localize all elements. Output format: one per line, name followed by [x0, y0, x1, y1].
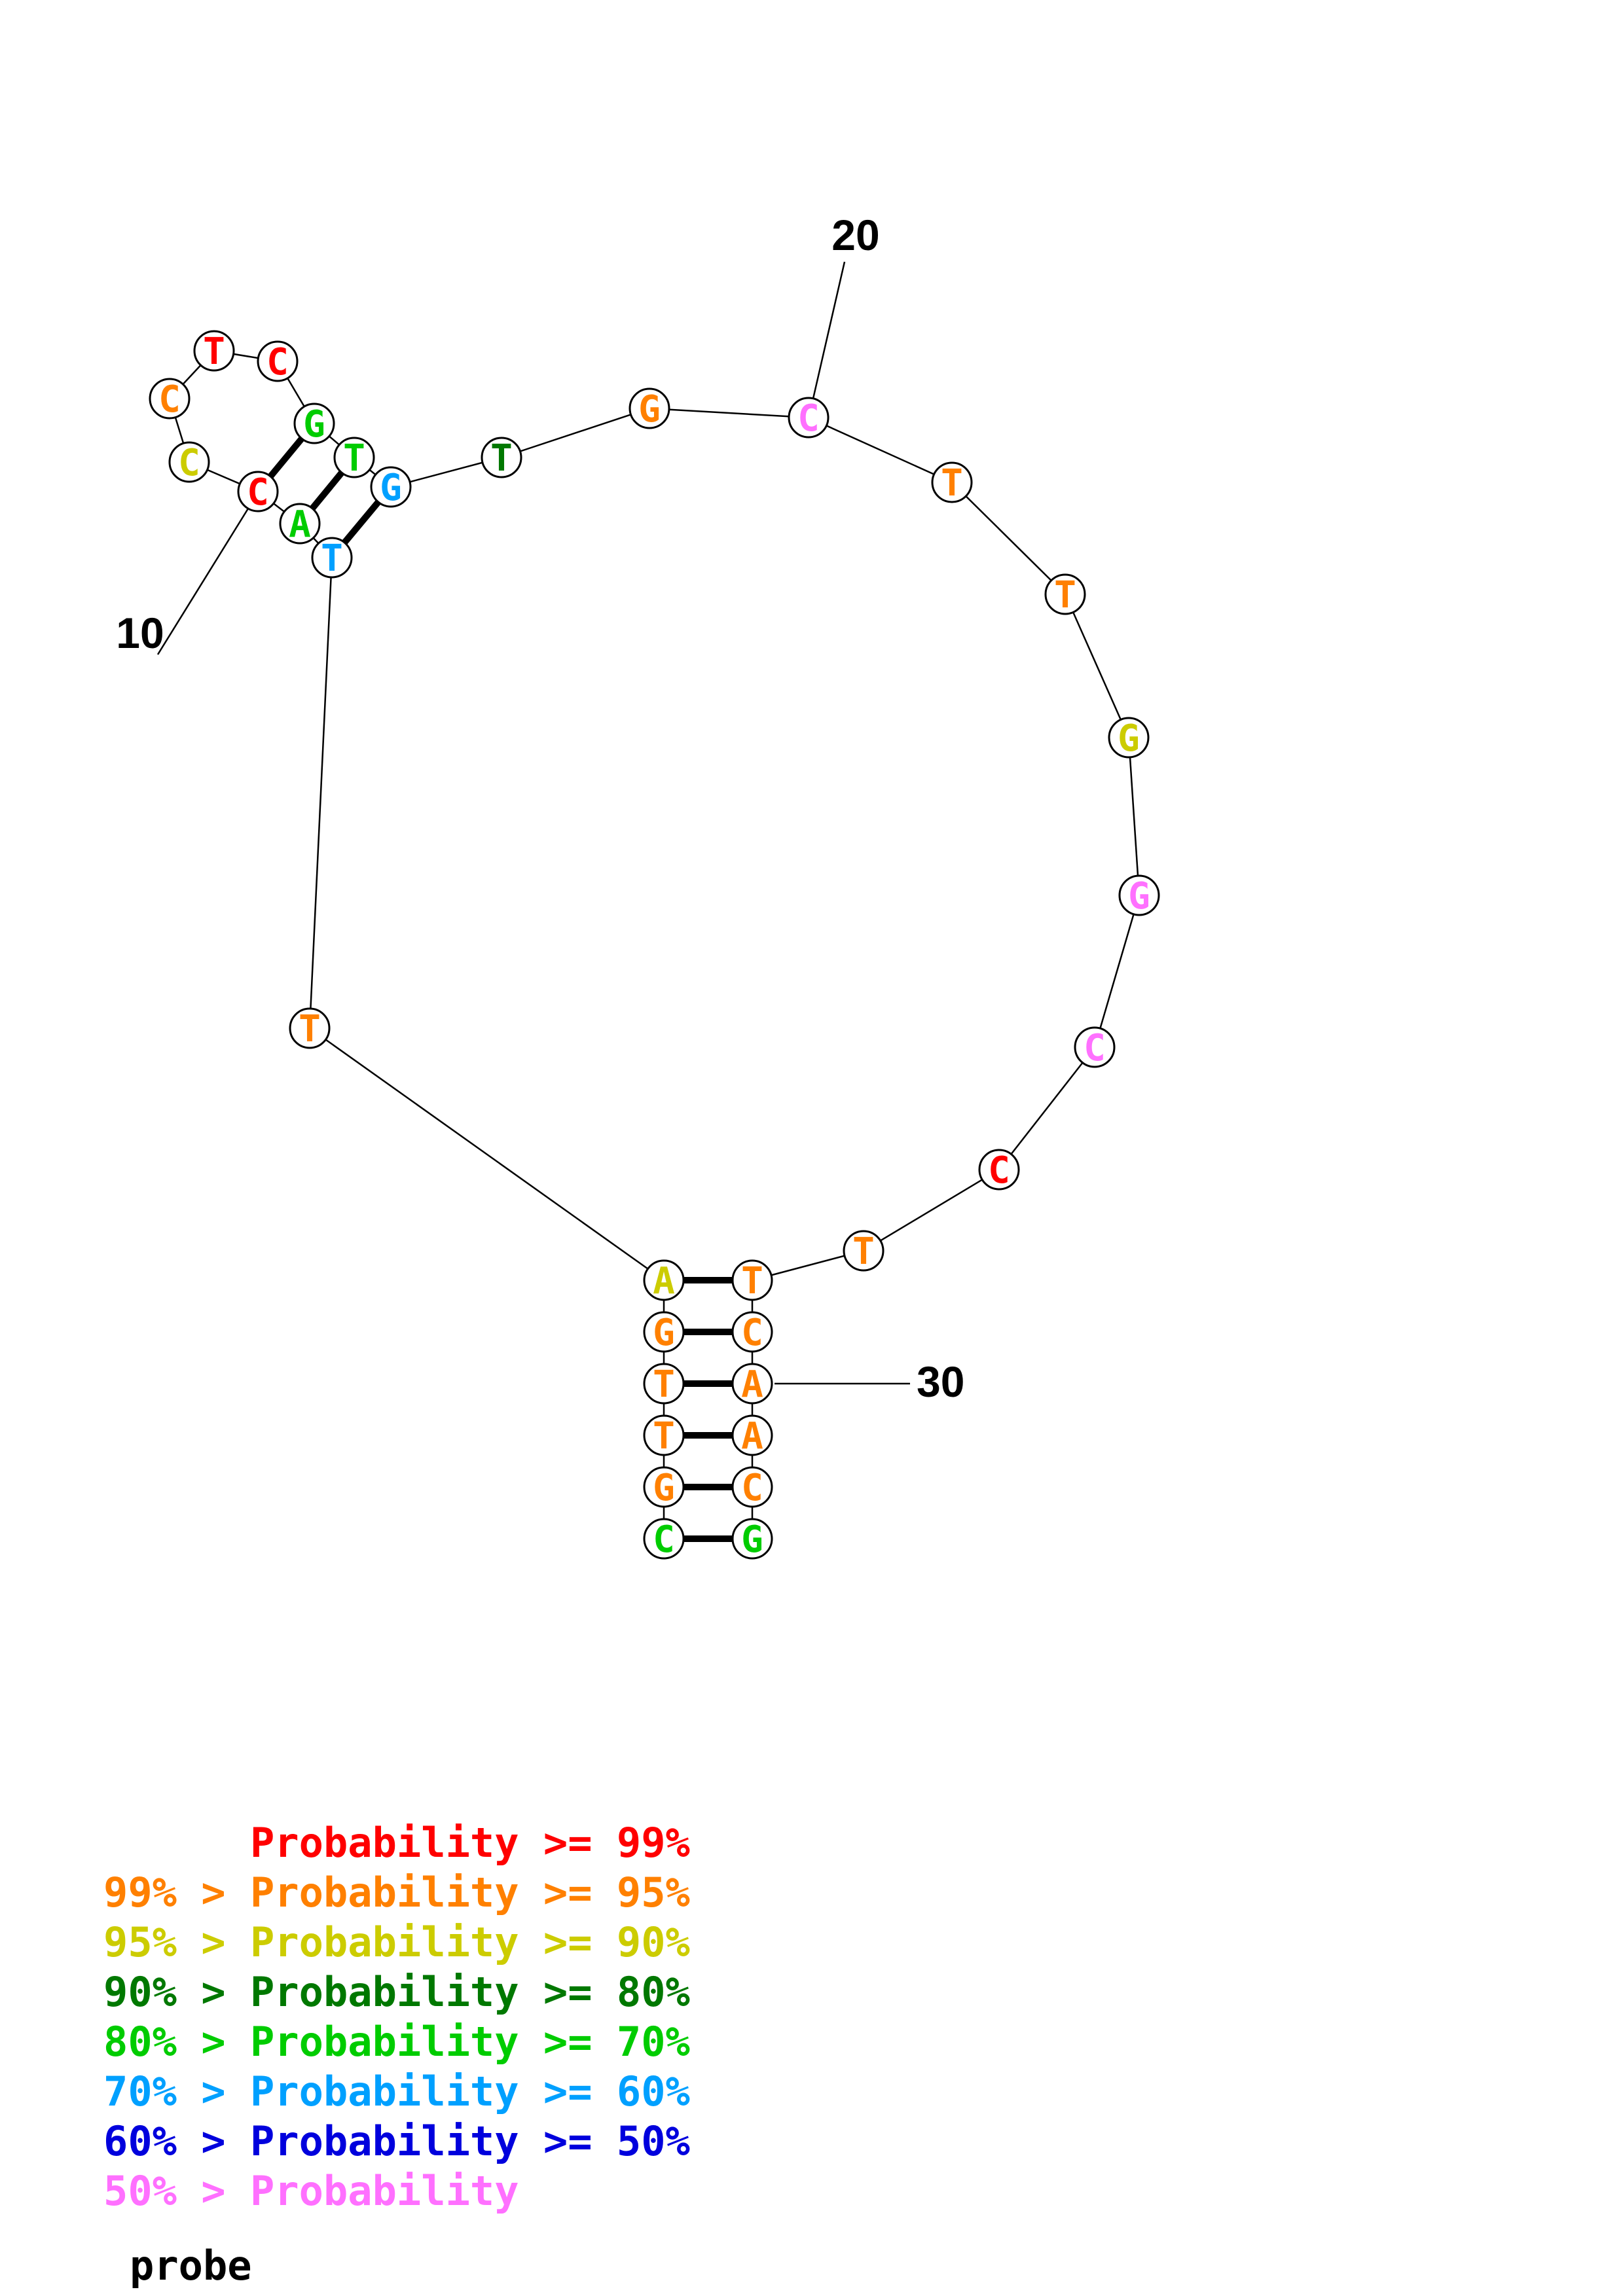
nucleotide-letter: T: [741, 1260, 763, 1302]
nucleotide-letter: G: [1118, 717, 1140, 760]
nucleotide-circle: [193, 330, 235, 372]
backbone-segment: [1093, 895, 1140, 1048]
nucleotide-letter: C: [653, 1518, 675, 1561]
nucleotide-letter: G: [638, 388, 661, 431]
legend-line-4: 90% > Probability >= 80%: [103, 1968, 690, 2016]
nucleotide-circle: [293, 403, 335, 444]
nucleotide-letter: T: [299, 1008, 321, 1050]
nucleotide-circle: [333, 437, 375, 478]
nucleotide-letter: C: [178, 442, 200, 484]
nucleotide-letter: C: [266, 341, 289, 384]
legend-line-6: 70% > Probability >= 60%: [103, 2068, 690, 2115]
nucleotide-circle: [643, 1311, 685, 1353]
nucleotide-circle: [643, 1363, 685, 1405]
position-label: 10: [116, 609, 164, 657]
nucleotide-letter: G: [380, 467, 402, 509]
nucleotide-circle: [168, 441, 210, 483]
nucleotide-letter: T: [203, 331, 225, 373]
nucleotide-letter: C: [741, 1467, 763, 1509]
nucleotide-circle: [1118, 874, 1160, 916]
position-label: 30: [917, 1357, 964, 1406]
nucleotide-letter: G: [303, 403, 325, 446]
legend-line-2: 99% > Probability >= 95%: [103, 1869, 690, 1916]
nucleotide-circle: [643, 1414, 685, 1456]
nucleotide-letter: C: [988, 1149, 1010, 1192]
nucleotide-circle: [629, 387, 670, 429]
backbone-segment: [1064, 594, 1130, 738]
nucleotide-letter: A: [289, 503, 311, 546]
legend-line-5: 80% > Probability >= 70%: [103, 2018, 690, 2066]
backbone-segment: [308, 557, 333, 1029]
backbone-segment: [501, 407, 650, 459]
nucleotide-letter: T: [941, 462, 963, 505]
nucleotide-letter: T: [852, 1230, 875, 1273]
nucleotide-circle: [931, 461, 973, 503]
backbone-segment: [808, 416, 953, 484]
nucleotide-circle: [731, 1518, 773, 1560]
nucleotide-circle: [289, 1007, 331, 1049]
nucleotide-circle: [643, 1466, 685, 1508]
nucleotide-circle: [1044, 573, 1086, 615]
nucleotide-letter: T: [653, 1363, 675, 1406]
legend-line-1: Probability >= 99%: [103, 1819, 690, 1867]
nucleotide-circle: [643, 1259, 685, 1301]
nucleotide-circle: [788, 397, 830, 439]
nucleotide-letter: C: [797, 397, 820, 440]
nucleotide-letter: G: [1128, 875, 1150, 918]
nucleotide-circle: [237, 471, 279, 512]
plot-title: probe: [130, 2242, 252, 2289]
nucleotide-letter: T: [653, 1415, 675, 1458]
backbone-segment: [863, 1168, 1000, 1252]
nucleotide-circle: [978, 1149, 1020, 1191]
nucleotide-circle: [731, 1311, 773, 1353]
backbone-segment: [998, 1047, 1095, 1170]
nucleotide-letter: A: [741, 1363, 763, 1406]
nucleotide-circle: [279, 503, 321, 545]
nucleotide-circle: [843, 1230, 884, 1272]
nucleotide-letter: T: [1054, 574, 1076, 617]
legend-line-8: 50% > Probability: [103, 2167, 519, 2215]
nucleotide-circle: [1108, 717, 1150, 759]
nucleotide-circle: [731, 1363, 773, 1405]
legend-line-7: 60% > Probability >= 50%: [103, 2117, 690, 2165]
nucleotide-letter: G: [653, 1467, 675, 1509]
position-label: 20: [831, 211, 879, 259]
nucleotide-circle: [311, 537, 353, 579]
nucleotide-letter: A: [741, 1415, 763, 1458]
nucleotide-letter: C: [1084, 1027, 1106, 1069]
nucleotide-circle: [481, 437, 522, 478]
nucleotide-circle: [1074, 1026, 1116, 1068]
nucleotide-circle: [149, 378, 191, 420]
backbone-segment: [649, 407, 809, 419]
nucleotide-letter: T: [343, 437, 365, 480]
nucleotide-circle: [731, 1466, 773, 1508]
nucleotide-circle: [257, 340, 299, 382]
nucleotide-circle: [731, 1414, 773, 1456]
nucleotide-letter: A: [653, 1260, 675, 1302]
backbone-segment: [309, 1027, 665, 1282]
nucleotide-circle: [731, 1259, 773, 1301]
nucleotide-letter: C: [741, 1312, 763, 1354]
nucleotide-letter: T: [490, 437, 513, 480]
nucleotide-letter: C: [247, 471, 269, 514]
nucleotide-circle: [643, 1518, 685, 1560]
nucleotide-letter: G: [741, 1518, 763, 1561]
probability-legend: Probability >= 99%99% > Probability >= 9…: [103, 1818, 690, 2216]
nucleotide-circle: [370, 466, 412, 508]
legend-line-3: 95% > Probability >= 90%: [103, 1918, 690, 1966]
backbone-segment: [1127, 737, 1140, 896]
nucleotide-letter: C: [158, 378, 181, 421]
backbone-segment: [951, 482, 1066, 595]
nucleotide-letter: T: [321, 537, 343, 580]
label-leader-line: [156, 508, 249, 655]
label-leader-line: [812, 261, 846, 399]
nucleotide-letter: G: [653, 1312, 675, 1354]
